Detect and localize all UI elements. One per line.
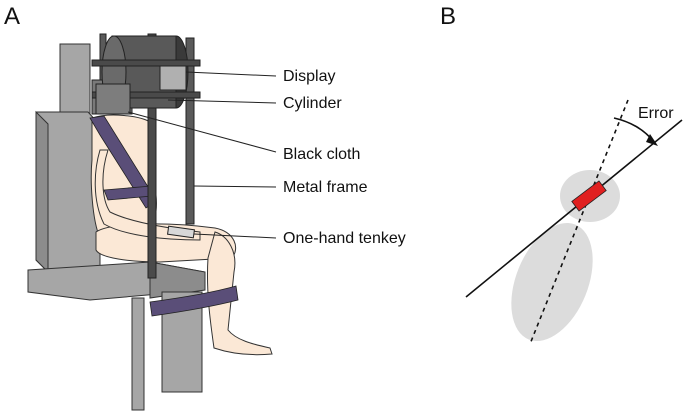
leader-metal-frame: [193, 185, 277, 188]
callout-leaders: [127, 71, 277, 239]
chair: [27, 43, 206, 411]
arm: [94, 149, 201, 241]
panel-a: A: [4, 3, 406, 411]
leader-cylinder: [167, 99, 277, 104]
frame-crossbar-top: [91, 59, 201, 67]
black-cloth: [95, 83, 131, 115]
chair-headrest: [59, 43, 91, 120]
label-black-cloth: Black cloth: [283, 146, 360, 163]
leader-tenkey: [193, 233, 277, 239]
label-error: Error: [638, 105, 674, 122]
leader-display: [185, 71, 277, 77]
panel-b: B Error: [440, 3, 683, 345]
error-arrowhead: [646, 134, 658, 146]
frame-crossbar-mid: [91, 91, 201, 99]
panel-a-letter: A: [4, 3, 20, 30]
chair-seat-front: [149, 261, 206, 299]
label-tenkey: One-hand tenkey: [283, 230, 406, 247]
label-metal-frame: Metal frame: [283, 179, 368, 196]
display-assembly: [91, 35, 201, 115]
panel-b-letter: B: [440, 3, 456, 30]
leg-strap: [149, 285, 239, 317]
frame-post-front: [147, 33, 157, 279]
label-display: Display: [283, 68, 335, 85]
lower-leg: [206, 231, 273, 356]
leader-black-cloth: [127, 111, 277, 153]
label-cylinder: Cylinder: [283, 95, 342, 112]
chair-leg-front: [131, 297, 145, 411]
silhouette-body: [511, 222, 593, 342]
reference-vertical-dashed: [529, 99, 629, 345]
harness-straps: [89, 115, 239, 317]
chair-backrest-front: [35, 110, 49, 274]
tenkey-device: [167, 225, 195, 239]
response-line: [465, 119, 683, 298]
frame-post-rear: [185, 37, 195, 225]
marker-red: [571, 180, 607, 212]
